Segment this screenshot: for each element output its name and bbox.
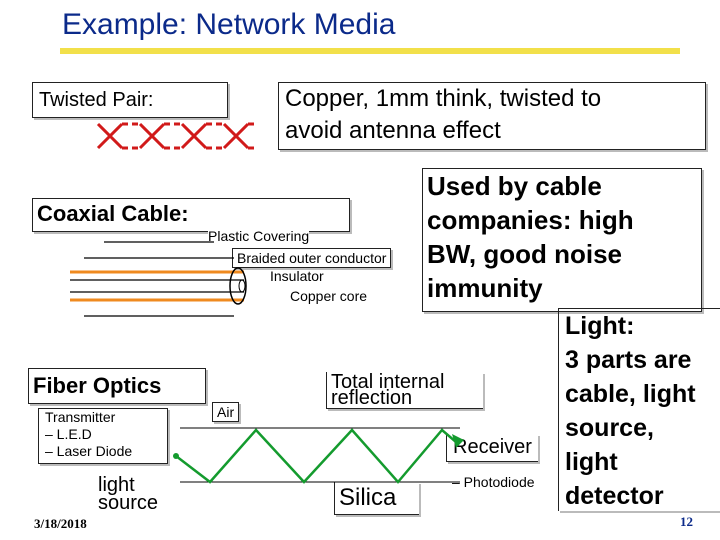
light-line3: cable, light bbox=[565, 380, 696, 408]
coax-usage-line2: companies: high bbox=[427, 205, 634, 235]
light-ray-path bbox=[175, 428, 457, 484]
slide-title: Example: Network Media bbox=[62, 8, 396, 41]
light-summary-box: Light: 3 parts are cable, light source, … bbox=[558, 308, 720, 511]
light-source-line2: source bbox=[98, 492, 159, 514]
twisted-pair-label: Twisted Pair: bbox=[32, 82, 228, 118]
twisted-pair-description: Copper, 1mm think, twisted to avoid ante… bbox=[278, 82, 706, 150]
coaxial-cable-diagram bbox=[70, 241, 247, 317]
tir-line2: reflection bbox=[331, 387, 413, 409]
coax-usage-line3: BW, good noise bbox=[427, 239, 622, 269]
light-line4: source, bbox=[565, 414, 654, 442]
coaxial-text: Coaxial Cable: bbox=[37, 201, 189, 226]
light-line1: Light: bbox=[565, 312, 635, 340]
slide-date: 3/18/2018 bbox=[34, 516, 87, 531]
light-source-dot bbox=[173, 453, 179, 459]
receiver-label: Receiver bbox=[446, 434, 538, 462]
coaxial-label: Coaxial Cable: bbox=[32, 198, 350, 232]
coax-core bbox=[70, 270, 244, 302]
copper-core-label: Copper core bbox=[290, 288, 368, 304]
led-label: – L.E.D bbox=[45, 426, 92, 442]
laser-diode-label: – Laser Diode bbox=[45, 443, 133, 459]
title-underline bbox=[60, 48, 680, 54]
fiber-optics-label: Fiber Optics bbox=[28, 368, 206, 404]
coax-end-ring bbox=[229, 267, 247, 305]
fiber-diagram bbox=[173, 427, 464, 484]
coax-usage-line4: immunity bbox=[427, 273, 543, 303]
twisted-desc-line2: avoid antenna effect bbox=[285, 117, 501, 144]
air-label: Air bbox=[212, 402, 240, 422]
photodiode-label: – Photodiode bbox=[452, 474, 535, 490]
twisted-pair-diagram bbox=[96, 122, 258, 150]
coax-usage-line1: Used by cable bbox=[427, 171, 602, 201]
twisted-wire-red bbox=[96, 122, 250, 150]
insulator-label: Insulator bbox=[270, 268, 324, 284]
light-line6: detector bbox=[565, 482, 664, 510]
light-ray-arrow bbox=[452, 434, 464, 448]
light-source-line1: light bbox=[98, 474, 135, 496]
twisted-pair-text: Twisted Pair: bbox=[39, 89, 154, 111]
transmitter-box: Transmitter – L.E.D – Laser Diode bbox=[38, 408, 168, 464]
silica-label: Silica bbox=[334, 482, 419, 515]
transmitter-label: Transmitter bbox=[45, 409, 116, 425]
tir-line1: Total internal bbox=[331, 371, 445, 393]
twisted-desc-line1: Copper, 1mm think, twisted to bbox=[285, 85, 602, 112]
light-line5: light bbox=[565, 448, 618, 476]
coax-end-core bbox=[238, 279, 246, 293]
coax-outer-lines bbox=[70, 241, 244, 317]
fiber-optics-text: Fiber Optics bbox=[33, 373, 162, 398]
slide-number: 12 bbox=[680, 514, 693, 529]
coax-usage-box: Used by cable companies: high BW, good n… bbox=[422, 168, 702, 312]
light-line2: 3 parts are bbox=[565, 346, 692, 374]
plastic-covering-label: Plastic Covering bbox=[208, 228, 310, 244]
twisted-wire-dash bbox=[122, 122, 258, 150]
tir-label: Total internal reflection bbox=[326, 372, 483, 409]
light-source-label: light source bbox=[98, 474, 159, 514]
